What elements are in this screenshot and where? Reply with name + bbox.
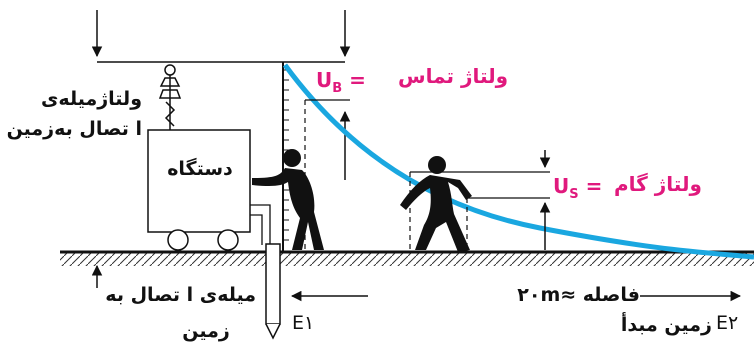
e1-label: E۱ bbox=[292, 312, 315, 334]
electrode-voltage-label-line2: ا تصال به‌زمین bbox=[6, 118, 142, 140]
device-box bbox=[147, 129, 271, 251]
person-touching-icon bbox=[252, 149, 324, 250]
distance-arrows bbox=[91, 264, 742, 302]
touch-voltage-label: ولتاژ تماس bbox=[398, 64, 509, 88]
earth-electrode-rod bbox=[265, 243, 281, 340]
ub-symbol: U bbox=[316, 68, 333, 92]
ub-equals: = bbox=[349, 68, 366, 92]
ub-label: UB = bbox=[316, 68, 366, 96]
device-label: دستگاه bbox=[167, 158, 233, 180]
electrode-label-line2: زمین bbox=[182, 320, 230, 342]
us-subscript: S bbox=[569, 187, 579, 202]
voltage-curve bbox=[282, 63, 754, 260]
us-label: US = bbox=[553, 174, 602, 202]
insulator-icon bbox=[158, 64, 182, 130]
us-equals: = bbox=[585, 174, 603, 198]
electrode-label-line1: میله‌ی ا تصال به bbox=[105, 284, 256, 306]
e2-label: E۲ bbox=[716, 312, 739, 334]
top-reference bbox=[91, 10, 351, 180]
electrode-voltage-label-line1: ولتاژمیله‌ی bbox=[41, 88, 142, 110]
distance-label: ۲۰m≈ فاصله bbox=[517, 284, 640, 306]
ub-subscript: B bbox=[332, 81, 343, 96]
person-walking-icon bbox=[400, 156, 472, 252]
reference-earth-label: زمین مبدأ bbox=[620, 314, 712, 336]
us-symbol: U bbox=[553, 174, 570, 198]
ground bbox=[60, 250, 754, 266]
step-voltage-label: ولتاژ گام bbox=[614, 172, 702, 196]
